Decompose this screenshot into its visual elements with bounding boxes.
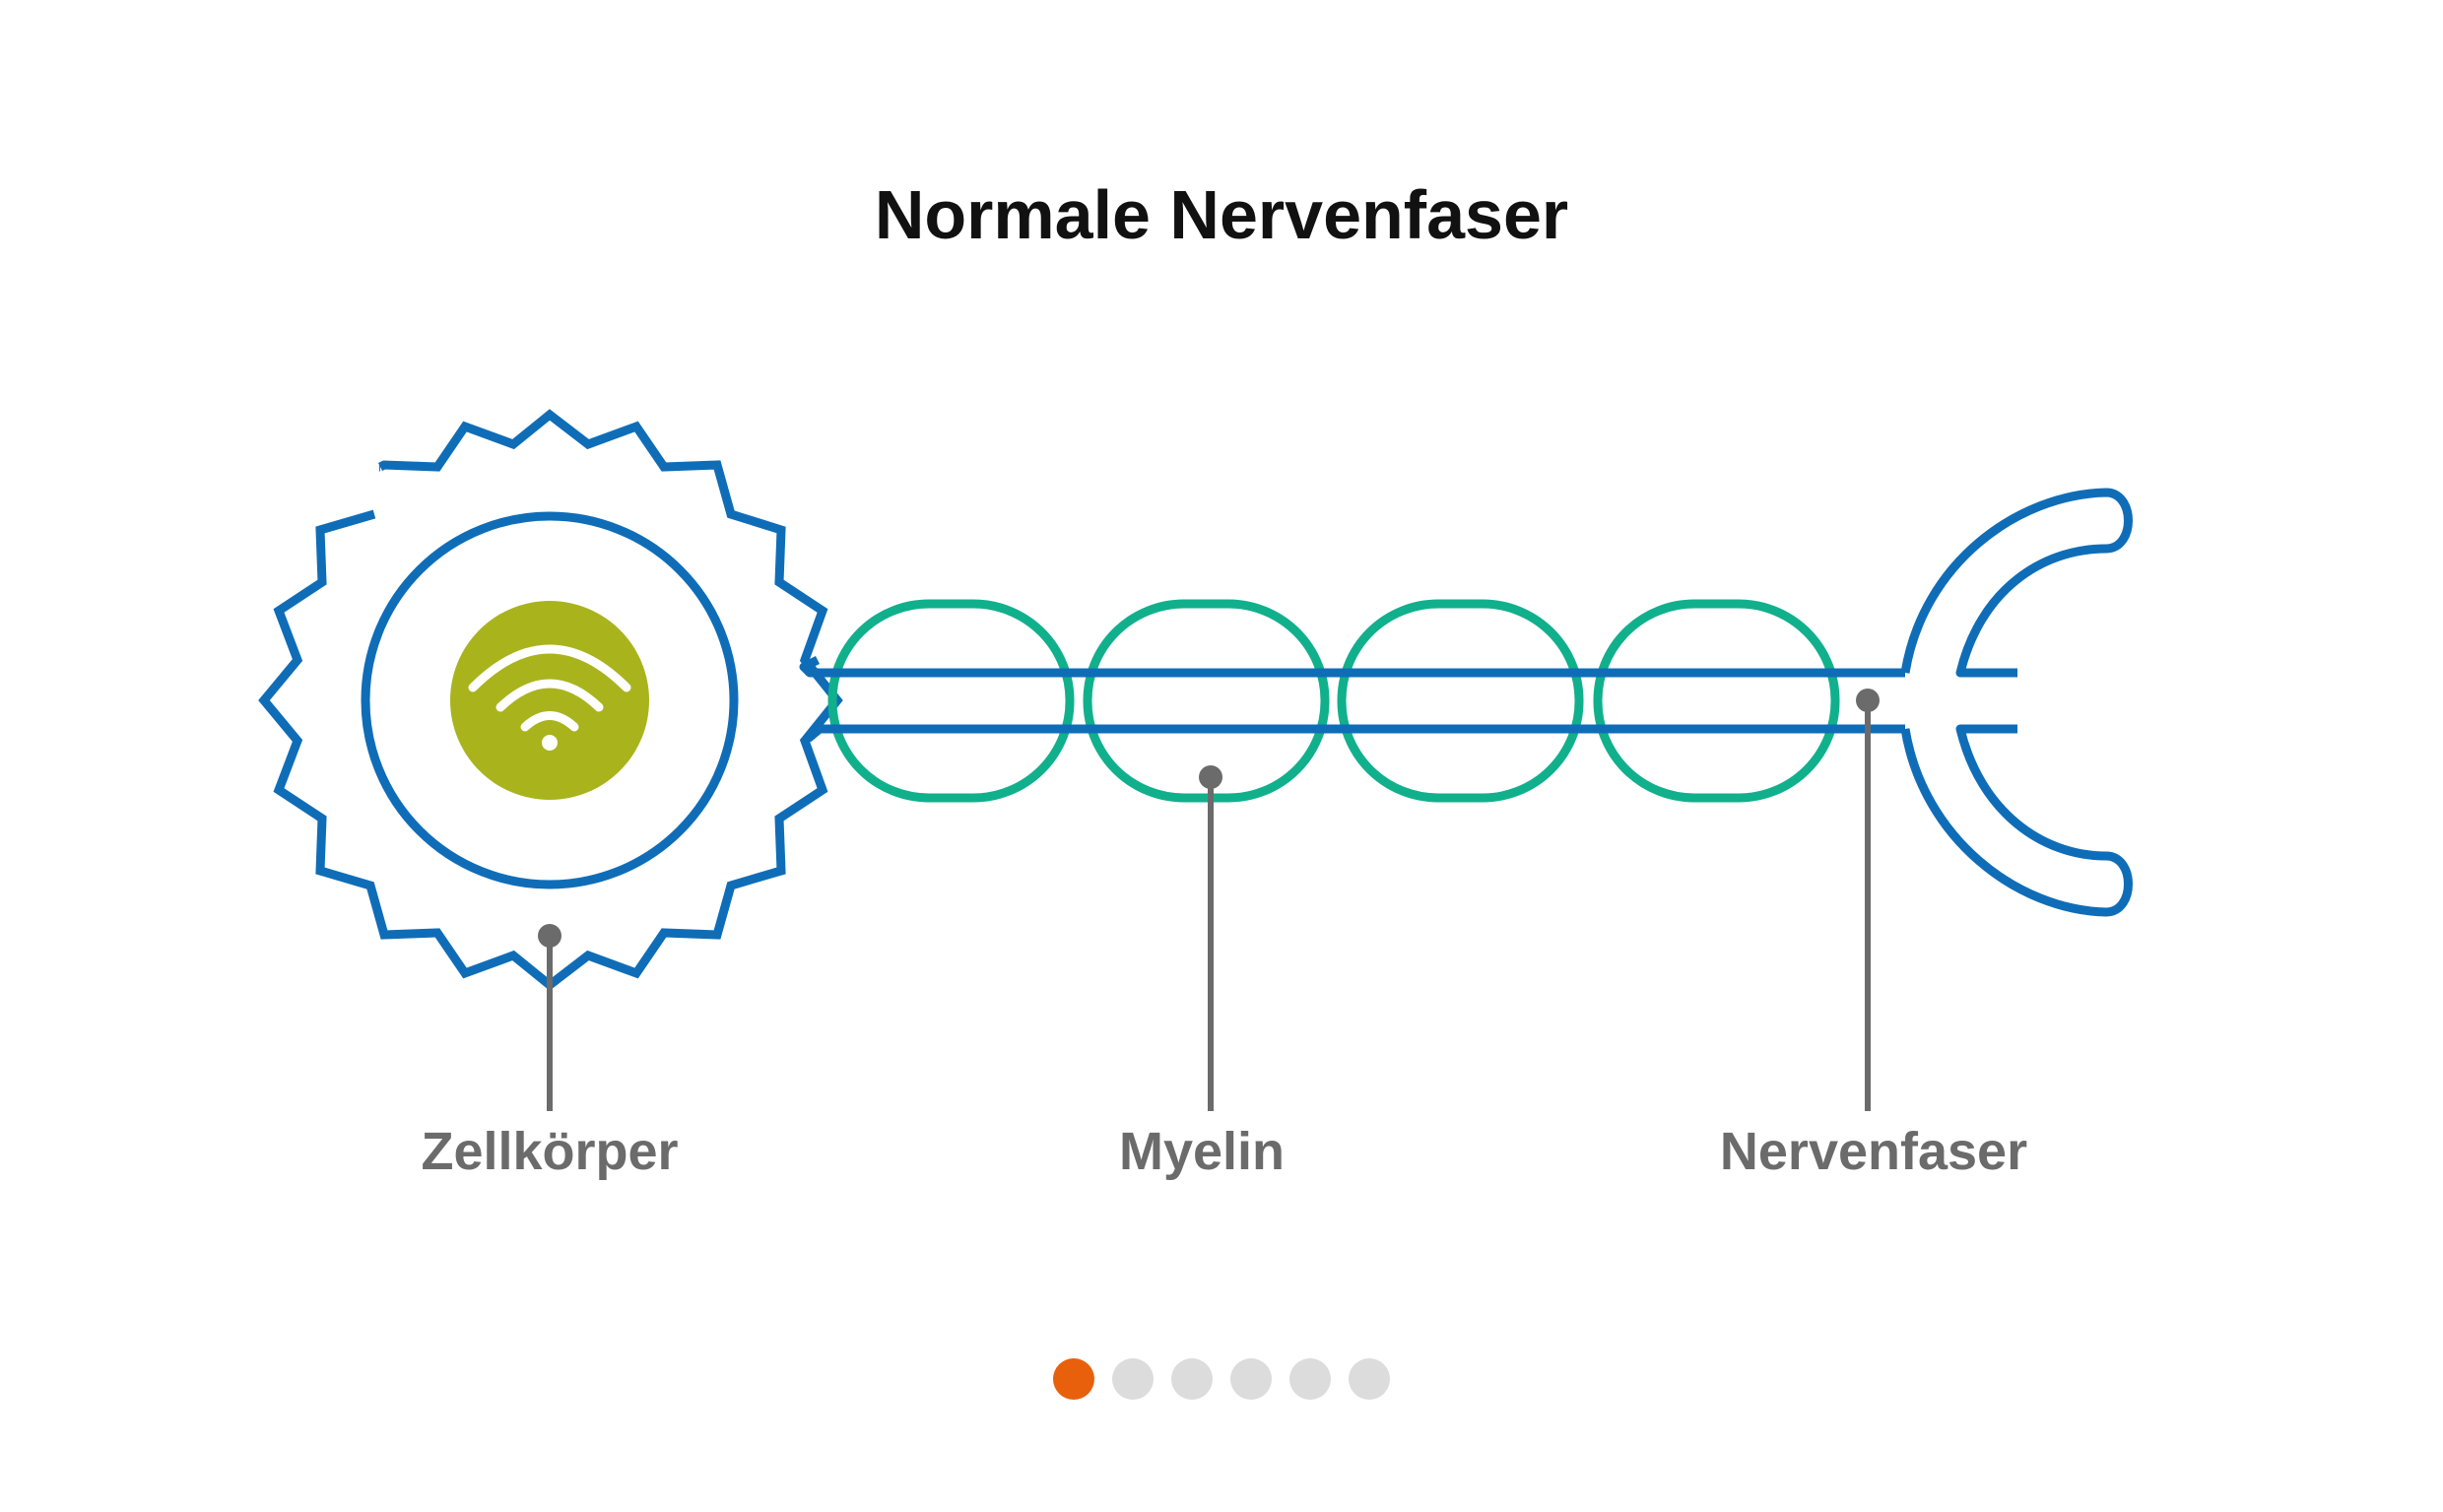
pagination-dot-5[interactable] [1289,1358,1331,1400]
pagination-dot-2[interactable] [1112,1358,1154,1400]
callout-dot-myelin [1199,765,1222,789]
cell-body-outline [258,409,843,991]
pagination-dot-4[interactable] [1230,1358,1272,1400]
label-myelin: Myelin [1118,1122,1286,1181]
nucleus [450,601,649,800]
cell-body-circle [361,511,739,889]
pagination-dot-6[interactable] [1349,1358,1390,1400]
signal-icon [468,644,631,732]
pagination-dots [0,1358,2443,1400]
label-nerve-fiber: Nervenfaser [1719,1122,2028,1181]
label-cell-body: Zellkörper [421,1122,679,1181]
signal-icon-dot [542,735,558,751]
page-title: Normale Nervenfaser [874,176,1569,253]
axon [799,488,2133,917]
pagination-dot-3[interactable] [1171,1358,1213,1400]
pagination-dot-1[interactable] [1053,1358,1094,1400]
callout-dot-cell-body [538,924,561,948]
callouts [547,700,1871,1111]
callout-dot-nerve-fiber [1856,689,1880,712]
myelin-sheath [827,599,1840,803]
